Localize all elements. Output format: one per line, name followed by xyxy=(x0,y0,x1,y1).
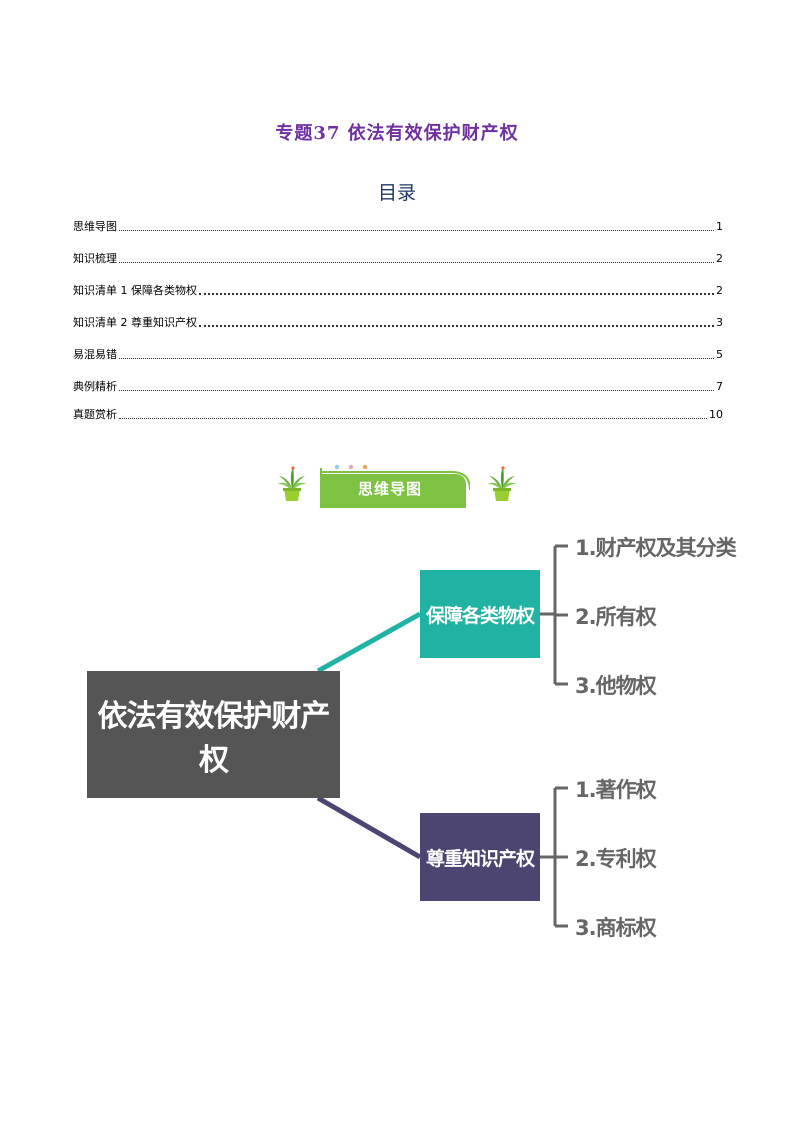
mindmap-branch-intellectual-property: 尊重知识产权 xyxy=(420,813,540,901)
mindmap-leaf: 1.财产权及其分类 xyxy=(575,536,737,560)
toc-entry-page: 1 xyxy=(716,220,723,233)
toc-leader-dots xyxy=(199,324,714,327)
toc-entry-list-1[interactable]: 知识清单 1 保障各类物权 2 xyxy=(73,284,723,298)
section-banner: 思维导图 xyxy=(277,460,517,510)
toc-heading: 目录 xyxy=(377,182,416,204)
toc-entry-mistakes[interactable]: 易混易错 5 xyxy=(73,348,723,362)
mindmap-leaf: 2.所有权 xyxy=(575,605,657,629)
toc-entry-label: 真题赏析 xyxy=(73,408,117,421)
toc-entry-label: 知识清单 2 尊重知识产权 xyxy=(73,316,197,329)
banner-tab-shape xyxy=(320,464,470,508)
toc-leader-dots xyxy=(199,292,714,295)
toc-entry-page: 7 xyxy=(716,380,723,393)
potted-plant-icon xyxy=(278,466,306,501)
banner-label: 思维导图 xyxy=(357,480,422,498)
toc-leader-dots xyxy=(119,357,714,359)
toc-entry-label: 典例精析 xyxy=(73,380,117,393)
toc-entry-list-2[interactable]: 知识清单 2 尊重知识产权 3 xyxy=(73,316,723,330)
toc-leader-dots xyxy=(119,389,714,391)
potted-plant-icon xyxy=(488,466,516,501)
toc-entry-label: 知识清单 1 保障各类物权 xyxy=(73,284,197,297)
toc-entry-mindmap[interactable]: 思维导图 1 xyxy=(73,220,723,234)
toc-entry-knowledge[interactable]: 知识梳理 2 xyxy=(73,252,723,266)
toc-entry-label: 易混易错 xyxy=(73,348,117,361)
mindmap-leaf: 2.专利权 xyxy=(575,847,657,871)
toc-entry-label: 知识梳理 xyxy=(73,252,117,265)
toc-entry-page: 3 xyxy=(716,316,723,329)
toc-leader-dots xyxy=(119,417,707,419)
bracket-branch-1 xyxy=(540,544,568,686)
toc-entry-exam-review[interactable]: 真题赏析 10 xyxy=(73,408,723,422)
document-title: 专题37 依法有效保护财产权 xyxy=(275,123,519,144)
connector-root-branch-2 xyxy=(316,795,422,860)
bracket-branch-2 xyxy=(540,786,568,928)
mindmap-leaf: 3.他物权 xyxy=(575,674,657,698)
toc-entry-examples[interactable]: 典例精析 7 xyxy=(73,380,723,394)
toc-leader-dots xyxy=(119,261,714,263)
mindmap-leaf: 3.商标权 xyxy=(575,916,657,940)
toc-entry-page: 2 xyxy=(716,252,723,265)
toc-entry-page: 2 xyxy=(716,284,723,297)
toc-entry-label: 思维导图 xyxy=(73,220,117,233)
mindmap-root-node: 依法有效保护财产权 xyxy=(87,671,340,798)
toc-entry-page: 10 xyxy=(709,408,723,421)
connector-root-branch-1 xyxy=(316,611,422,674)
toc-leader-dots xyxy=(119,229,714,231)
mindmap-branch-property-rights: 保障各类物权 xyxy=(420,570,540,658)
mindmap-leaf: 1.著作权 xyxy=(575,778,657,802)
toc-entry-page: 5 xyxy=(716,348,723,361)
